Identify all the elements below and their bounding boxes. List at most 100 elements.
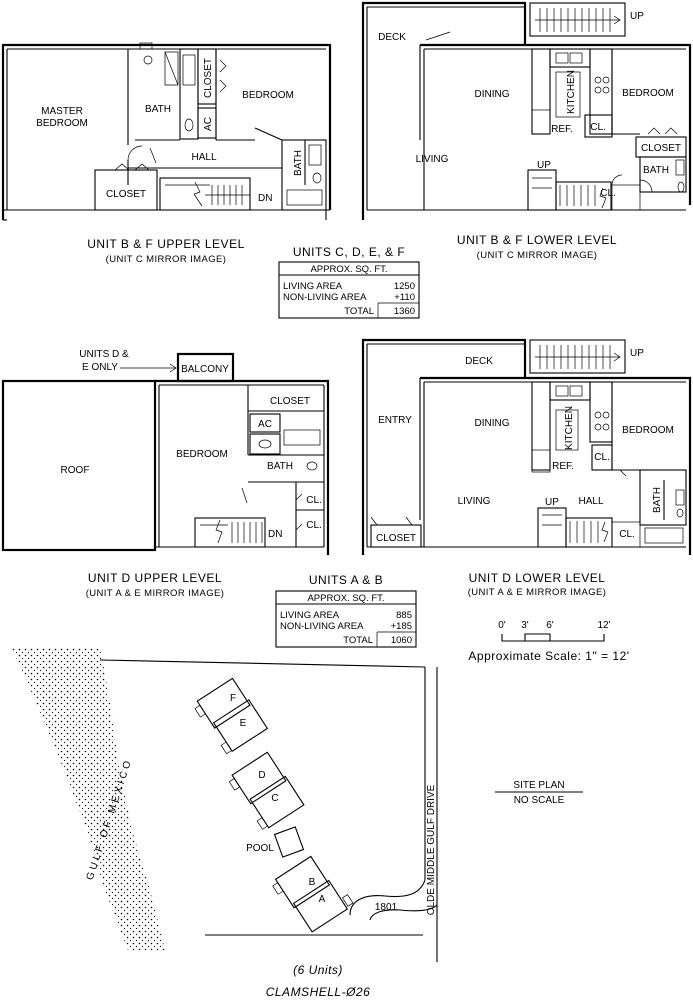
plan-subtitle: (UNIT A & E MIRROR IMAGE) — [468, 587, 607, 598]
building-dc — [228, 751, 305, 830]
stairs-icon — [200, 519, 263, 544]
table-cell: 885 — [396, 610, 412, 621]
units-count: (6 Units) — [293, 963, 343, 977]
room-label: DINING — [475, 418, 510, 429]
room-label: BATH — [643, 165, 669, 176]
plan-title: UNIT B & F LOWER LEVEL — [457, 233, 617, 247]
room-label: BALCONY — [181, 364, 229, 375]
table-cell: 1360 — [394, 306, 415, 317]
room-label: REF. — [552, 461, 574, 472]
room-label: BATH — [293, 150, 304, 176]
table-cell: TOTAL — [344, 306, 374, 317]
road-name: OLDE MIDDLE GULF DRIVE — [426, 784, 437, 915]
scale-tick: 3' — [521, 620, 529, 631]
unit-label: C — [271, 793, 278, 804]
callout-label: E ONLY — [82, 362, 118, 373]
gulf-shoreline — [12, 648, 165, 950]
plan-d-lower: DECK UP ENTRY DINING KITCHEN BEDROOM REF… — [361, 338, 692, 555]
unit-label: D — [258, 770, 265, 781]
room-label: LIVING — [416, 154, 449, 165]
site-plan-label: SITE PLAN — [513, 780, 564, 791]
plan-subtitle: (UNIT C MIRROR IMAGE) — [477, 250, 598, 261]
room-label: BEDROOM — [36, 118, 88, 129]
room-label: HALL — [578, 496, 603, 507]
room-label: DN — [258, 193, 272, 204]
scale-bar: 0' 3' 6' 12' Approximate Scale: 1" = 12' — [468, 620, 629, 663]
callout-label: UNITS D & — [79, 349, 129, 360]
room-label: REF. — [551, 124, 573, 135]
room-label: CL. — [619, 529, 635, 540]
room-label: CLOSET — [203, 58, 214, 98]
room-label: DINING — [475, 89, 510, 100]
scale-tick: 6' — [546, 620, 554, 631]
room-label: AC — [203, 117, 214, 131]
table-cell: LIVING AREA — [280, 610, 340, 621]
room-label: DECK — [378, 32, 406, 43]
room-label: KITCHEN — [564, 406, 575, 450]
stairs-icon — [532, 177, 607, 209]
room-label: CL. — [594, 452, 610, 463]
room-label: KITCHEN — [566, 70, 577, 114]
scale-text: Approximate Scale: 1" = 12' — [468, 649, 629, 663]
stairs-icon — [535, 345, 621, 369]
table-cell: NON-LIVING AREA — [283, 292, 367, 303]
pool-icon — [273, 826, 305, 858]
room-label: CL. — [306, 495, 322, 506]
table-cell: +185 — [391, 621, 412, 632]
room-label: UP — [630, 11, 644, 22]
table-title: UNITS C, D, E, & F — [293, 245, 405, 259]
room-label: LIVING — [458, 496, 491, 507]
table-title: UNITS A & B — [309, 573, 383, 587]
plan-bf-lower: DECK UP DINING KITCHEN BEDROOM LIVING RE… — [361, 1, 692, 220]
room-label: CL. — [600, 188, 616, 199]
table-header: APPROX. SQ. FT. — [307, 593, 384, 604]
room-label: CLOSET — [106, 189, 146, 200]
plan-bf-upper: MASTER BEDROOM BATH CLOSET AC BEDROOM HA… — [1, 42, 332, 221]
road-number: 1801 — [375, 902, 398, 913]
complex-name: CLAMSHELL-Ø26 — [266, 985, 371, 999]
stairs-icon — [535, 8, 621, 32]
building-ba — [272, 855, 354, 933]
room-label: BATH — [267, 461, 293, 472]
room-label: AC — [258, 419, 272, 430]
area-table: APPROX. SQ. FT. LIVING AREA 885 NON-LIVI… — [275, 590, 417, 648]
room-label: CLOSET — [270, 396, 310, 407]
room-label: BEDROOM — [622, 425, 674, 436]
room-label: UP — [630, 348, 644, 359]
table-cell: TOTAL — [343, 635, 373, 646]
table-cell: 1060 — [391, 635, 412, 646]
room-label: CL. — [306, 520, 322, 531]
plan-title: UNIT D UPPER LEVEL — [88, 571, 222, 585]
room-label: UP — [545, 497, 559, 508]
stairs-icon — [542, 514, 609, 543]
room-label: CLOSET — [376, 533, 416, 544]
room-label: CL. — [590, 122, 606, 133]
building-fe — [194, 677, 269, 755]
plan-title: UNIT D LOWER LEVEL — [469, 571, 606, 585]
room-label: BEDROOM — [242, 90, 294, 101]
table-header: APPROX. SQ. FT. — [310, 264, 387, 275]
table-cell: LIVING AREA — [283, 281, 343, 292]
room-label: UP — [537, 160, 551, 171]
scale-tick: 12' — [597, 620, 610, 631]
unit-label: A — [319, 894, 326, 905]
room-label: BATH — [652, 487, 663, 513]
site-plan-scale: NO SCALE — [514, 795, 565, 806]
room-label: DECK — [465, 356, 493, 367]
unit-label: B — [309, 877, 316, 888]
scale-tick: 0' — [498, 620, 506, 631]
plan-subtitle: (UNIT C MIRROR IMAGE) — [106, 254, 227, 265]
unit-label: E — [240, 718, 247, 729]
table-cell: NON-LIVING AREA — [280, 621, 364, 632]
room-label: MASTER — [41, 106, 83, 117]
plan-title: UNIT B & F UPPER LEVEL — [87, 237, 245, 251]
room-label: DN — [268, 529, 282, 540]
table-cell: +110 — [394, 292, 415, 303]
table-cell: 1250 — [394, 281, 415, 292]
room-label: CLOSET — [641, 143, 681, 154]
pool-label: POOL — [246, 843, 274, 854]
room-label: BEDROOM — [176, 449, 228, 460]
plan-d-upper: UNITS D & E ONLY BALCONY CLOSET AC ROOF … — [1, 349, 330, 555]
room-label: HALL — [191, 152, 216, 163]
